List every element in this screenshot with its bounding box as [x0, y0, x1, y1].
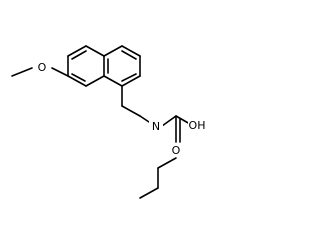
bond-ring-b2 — [121, 45, 141, 57]
bond-ring-a5 — [67, 75, 87, 87]
structure-diagram: O N OH O — [11, 45, 206, 199]
hydroxyl-oxygen-bg — [188, 118, 206, 132]
bond-ring-b4 — [121, 75, 141, 87]
bond-ch2-ch2 — [121, 105, 141, 117]
bond-ring-b2-inner — [121, 50, 137, 60]
bond-n-c — [161, 115, 177, 127]
bond-ring-a4 — [85, 75, 105, 87]
bond-methyl-o — [11, 67, 33, 77]
ester-oxygen-label: O — [172, 144, 181, 157]
bond-ring-b4-inner — [121, 73, 137, 82]
bond-ring-a2 — [67, 45, 87, 57]
methoxy-oxygen-bg — [34, 60, 50, 74]
nitrogen-label: N — [152, 120, 160, 133]
bond-ring-a5-inner — [71, 73, 86, 82]
bond-ring-a3 — [85, 45, 105, 57]
hydroxyl-oxygen-label: OH — [189, 119, 206, 132]
bond-c-oh — [175, 115, 191, 125]
bond-o-ring — [51, 67, 69, 77]
bond-propyl-2 — [139, 187, 159, 199]
nitrogen-bg — [149, 119, 163, 133]
bond-o-ch2 — [157, 157, 177, 169]
methoxy-oxygen-label: O — [38, 61, 47, 74]
ester-oxygen-bg — [168, 143, 184, 157]
bond-ch2-n — [139, 115, 150, 123]
bond-ring-b5 — [103, 75, 123, 87]
bond-ring-a2-inner — [71, 50, 87, 60]
bond-ring-b1 — [103, 45, 123, 57]
